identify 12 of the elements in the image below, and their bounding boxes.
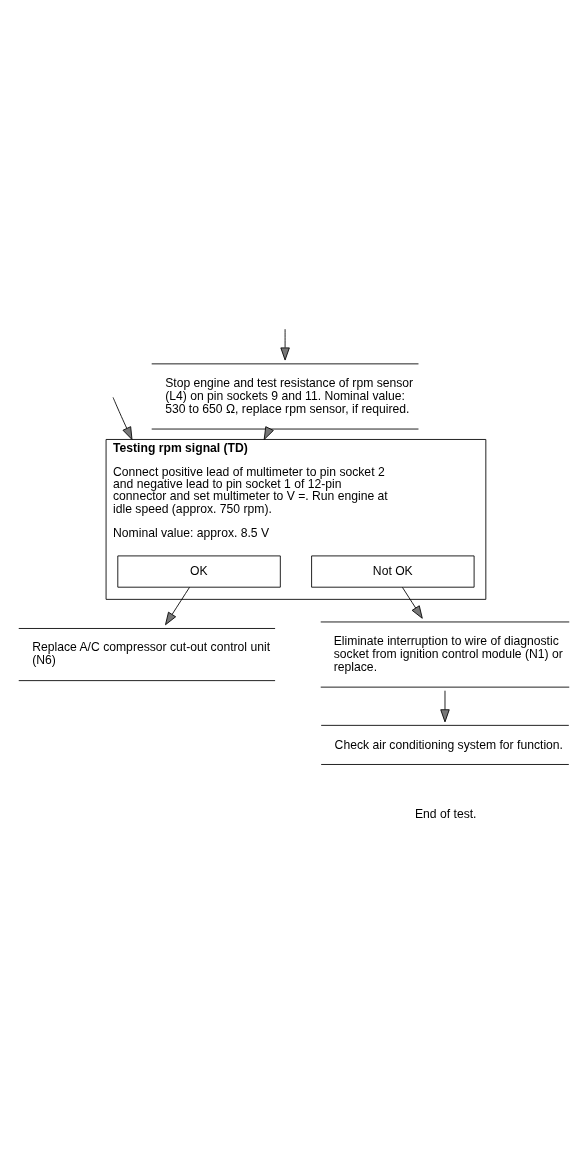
arrow bbox=[401, 586, 423, 619]
arrow bbox=[112, 396, 133, 440]
node-text: Check air conditioning system for function. bbox=[334, 737, 563, 752]
node-text: Eliminate interruption to wire of diagnostic socket from ignition control module (N1) or replace. bbox=[333, 633, 563, 674]
node-box: Not OK bbox=[311, 554, 475, 588]
arrow bbox=[440, 689, 450, 722]
node-text: Stop engine and test resistance of rpm sensor (L4) on pin sockets 9 and 11. Nominal value: 530 to 650 Ω, replace rpm sensor, if required. bbox=[165, 375, 414, 416]
node-text: Replace A/C compressor cut-out control unit (N6) bbox=[32, 639, 271, 667]
arrow bbox=[165, 586, 190, 625]
node-box: OK bbox=[117, 554, 281, 588]
arrow bbox=[280, 328, 290, 360]
label: End of test. bbox=[415, 806, 477, 821]
